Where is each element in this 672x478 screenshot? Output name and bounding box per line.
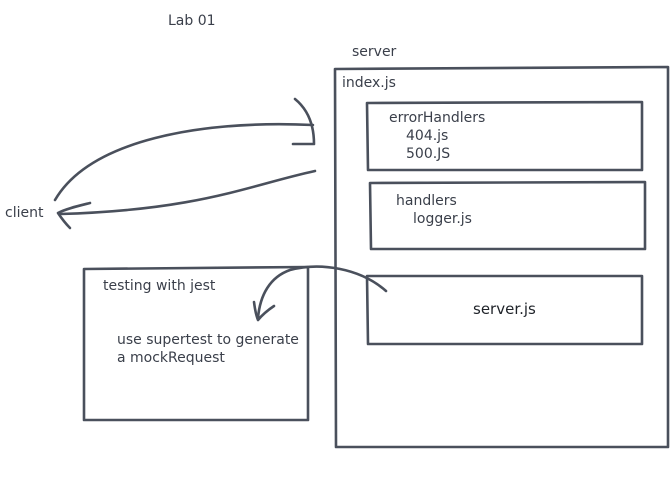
test-arrow-head — [252, 300, 276, 322]
response-arrow-line — [58, 169, 317, 216]
client-label: client — [5, 205, 44, 221]
error-handlers-box-outline — [365, 100, 644, 172]
diagram-title: Lab 01 — [168, 13, 216, 29]
request-arrow-line — [53, 122, 315, 202]
handlers-box-outline — [368, 180, 647, 251]
error-file-500: 500.JS — [406, 146, 451, 162]
server-box-outline — [333, 65, 670, 449]
testing-label: testing with jest — [103, 278, 216, 294]
handlers-label: handlers — [396, 193, 457, 209]
test-arrow-line — [256, 265, 388, 320]
server-js-box-outline — [365, 274, 644, 346]
server-label: server — [352, 44, 397, 60]
testing-note-line-1: use supertest to generate — [117, 332, 299, 348]
testing-box-outline — [82, 265, 310, 422]
error-file-404: 404.js — [406, 128, 449, 144]
index-js-label: index.js — [342, 75, 396, 91]
handler-file-logger: logger.js — [413, 211, 472, 227]
response-arrow-head — [56, 201, 92, 230]
server-js-label: server.js — [473, 300, 536, 318]
request-arrow-head — [291, 97, 316, 146]
testing-note-line-2: a mockRequest — [117, 350, 225, 366]
error-handlers-label: errorHandlers — [389, 110, 486, 126]
